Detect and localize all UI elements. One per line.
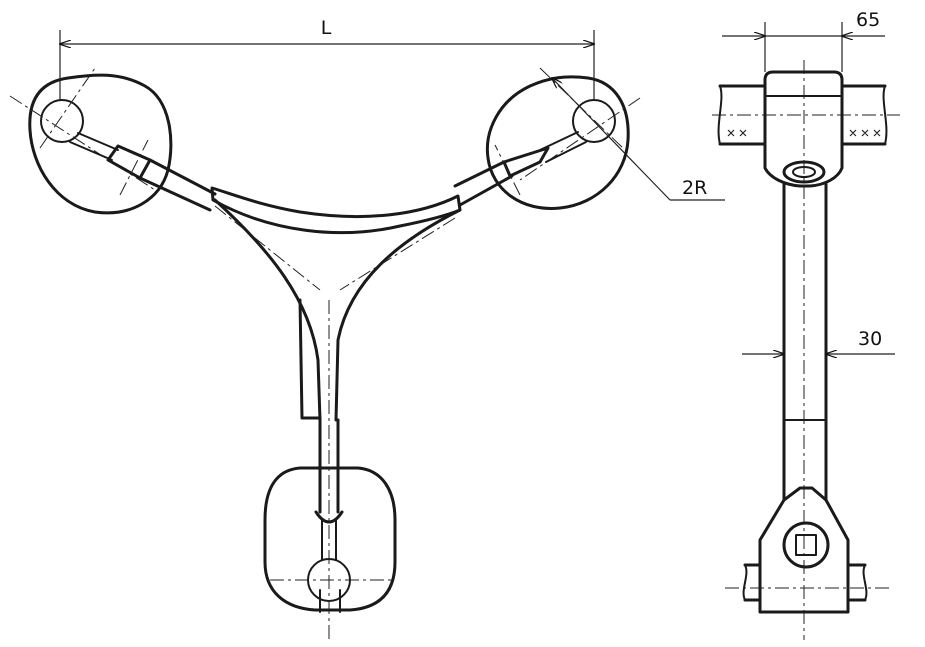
left-conductor-clamp <box>9 67 173 215</box>
left-conductor-circle <box>40 99 84 143</box>
dimension-30-label: 30 <box>858 328 882 350</box>
top-clamp-side <box>763 60 844 640</box>
dimension-L: L <box>60 17 594 100</box>
dimension-2R: 2R <box>552 78 725 201</box>
top-conductor-side <box>712 84 900 146</box>
bottom-clamp-side <box>725 486 890 614</box>
central-yoke <box>210 186 462 422</box>
bottom-conductor-clamp <box>263 300 397 640</box>
left-arm-joint <box>106 144 152 180</box>
dimension-30: 30 <box>742 328 895 354</box>
bottom-arm <box>314 418 344 561</box>
side-arm <box>782 182 828 502</box>
right-arm <box>453 131 587 207</box>
dimension-65-label: 65 <box>856 9 880 31</box>
right-arm-joint <box>502 146 550 178</box>
left-arm <box>69 132 217 212</box>
dimension-L-label: L <box>321 17 332 39</box>
front-view: L 2R <box>9 17 725 640</box>
dimension-65: 65 <box>722 9 885 72</box>
side-view: 65 30 <box>712 9 900 640</box>
dimension-2R-label: 2R <box>682 177 707 199</box>
